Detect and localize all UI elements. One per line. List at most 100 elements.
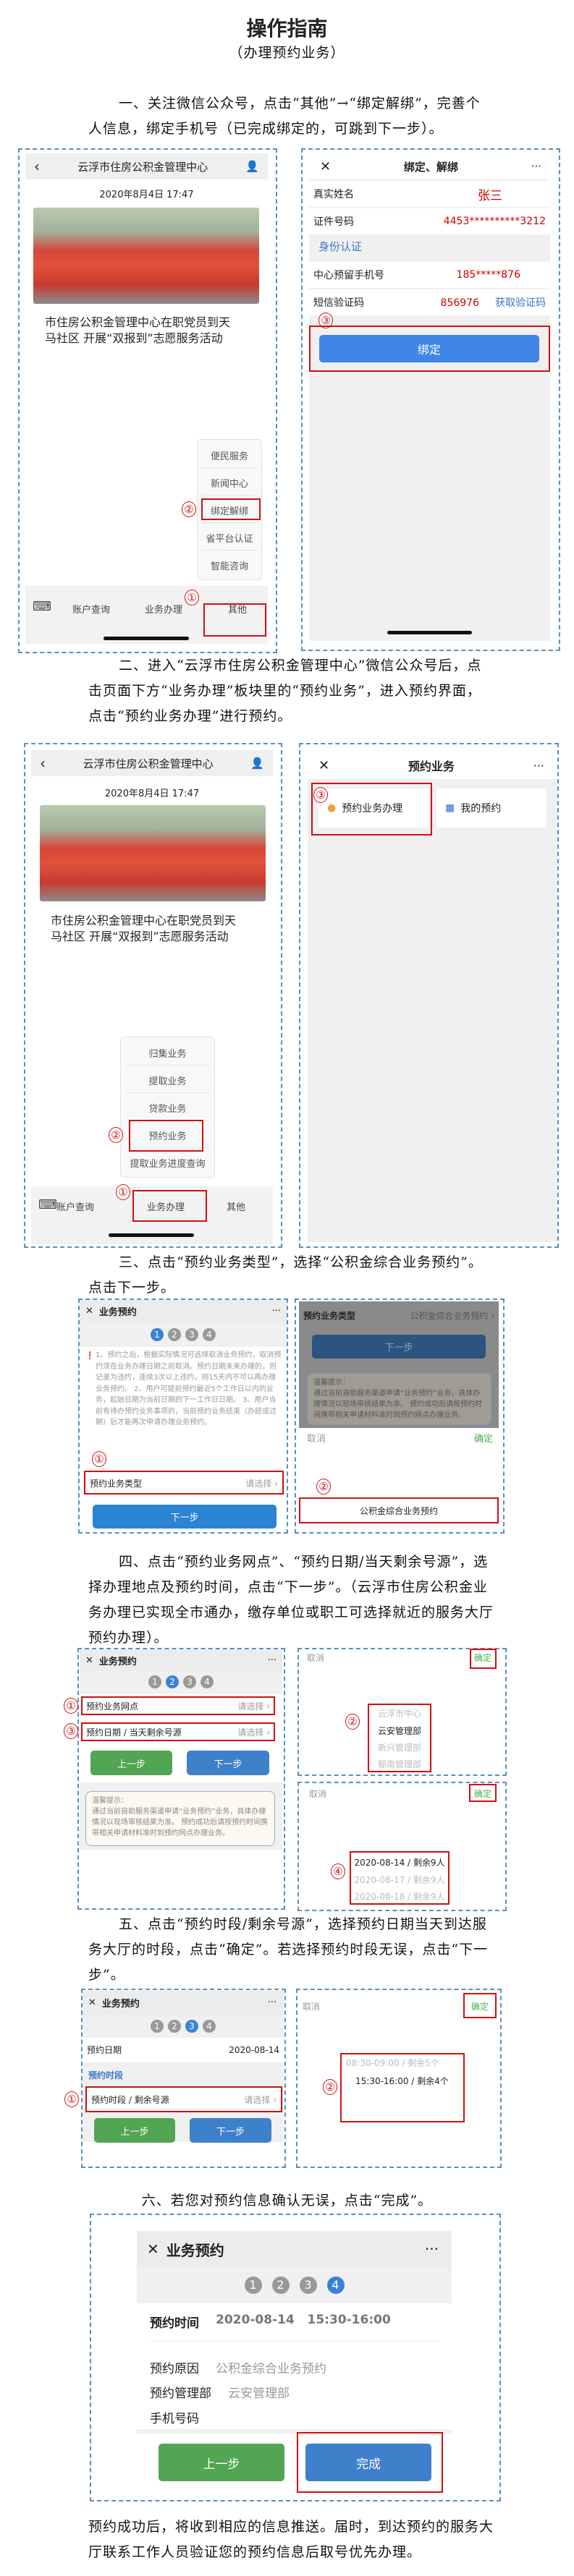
article-title[interactable]: 市住房公积金管理中心在职党员到天马社区 开展“双报到”志愿服务活动 [51, 914, 237, 943]
user-icon[interactable]: 👤 [245, 160, 259, 173]
finish-button[interactable]: 完成 [305, 2444, 431, 2481]
card-book-appointment[interactable]: ●预约业务办理 [318, 788, 429, 828]
date-option[interactable]: 2020-08-18 / 剩余9人 [354, 1892, 445, 1902]
confirm-button[interactable]: 确定 [474, 1789, 492, 1799]
menu-item-loan[interactable]: 贷款业务 [148, 1104, 187, 1115]
close-icon[interactable]: ✕ [88, 1997, 96, 2008]
form-title: 业务预约 [98, 1656, 137, 1667]
reason-label: 预约原因 [150, 2362, 199, 2376]
confirm-button[interactable]: 确定 [474, 1434, 494, 1445]
name-value: 张三 [478, 188, 502, 203]
get-code-button[interactable]: 获取验证码 [495, 297, 546, 309]
tab-business[interactable]: 业务办理 [147, 1202, 185, 1213]
keyboard-icon[interactable]: ⌨ [33, 599, 51, 614]
prev-button[interactable]: 上一步 [94, 2118, 175, 2143]
cancel-button[interactable]: 取消 [307, 1434, 326, 1445]
news-photo[interactable] [33, 208, 259, 304]
next-button[interactable]: 下一步 [93, 1505, 277, 1529]
keyboard-icon[interactable]: ⌨ [38, 1197, 57, 1212]
step4-date-picker-frame [297, 1782, 507, 1911]
cancel-button[interactable]: 取消 [307, 1653, 325, 1663]
menu-item-bind[interactable]: 绑定解绑 [210, 506, 248, 517]
tab-other[interactable]: 其他 [227, 1202, 246, 1213]
menu-item-smart-consult[interactable]: 智能咨询 [210, 561, 248, 572]
outlet-option[interactable]: 郁南管理部 [377, 1759, 421, 1769]
more-icon[interactable]: ··· [531, 160, 541, 173]
confirm-button[interactable]: 确定 [471, 2002, 489, 2012]
slot-option-selected[interactable]: 15:30-16:00 / 剩余4个 [355, 2076, 449, 2086]
date-option[interactable]: 2020-08-17 / 剩余9人 [354, 1875, 445, 1885]
outlet-row[interactable]: 预约业务网点请选择 › [82, 1697, 274, 1714]
home-indicator [104, 637, 189, 640]
outlet-option-selected[interactable]: 云安管理部 [377, 1726, 421, 1736]
date-option-selected[interactable]: 2020-08-14 / 剩余9人 [354, 1858, 445, 1868]
more-icon[interactable]: ··· [267, 1654, 277, 1666]
form-title: 业务预约 [166, 2241, 224, 2259]
bind-button[interactable]: 绑定 [319, 335, 539, 362]
menu-item-appointment[interactable]: 预约业务 [148, 1131, 187, 1142]
close-icon[interactable]: ✕ [318, 757, 330, 773]
tab-business[interactable]: 业务办理 [145, 605, 183, 616]
highlight-type-row [84, 1471, 284, 1495]
date-row[interactable]: 预约日期 / 当天剩余号源请选择 › [82, 1723, 274, 1740]
cancel-button[interactable]: 取消 [303, 2002, 321, 2012]
step-dot: 3 [185, 1328, 198, 1341]
prev-button[interactable]: 上一步 [159, 2444, 284, 2481]
article-date: 2020年8月4日 17:47 [104, 788, 200, 799]
marker-1: ① [64, 1698, 78, 1714]
slot-option[interactable]: 08:30-09:00 / 剩余5个 [346, 2058, 439, 2068]
news-photo[interactable] [40, 805, 266, 901]
close-icon[interactable]: ✕ [85, 1654, 93, 1666]
prev-button[interactable]: 上一步 [90, 1751, 172, 1775]
card-my-appointments[interactable]: ■我的预约 [436, 788, 546, 828]
outlet-option[interactable]: 新兴管理部 [377, 1743, 421, 1753]
user-icon[interactable]: 👤 [250, 757, 264, 770]
marker-1: ① [64, 2091, 79, 2107]
more-icon[interactable]: ··· [271, 1305, 281, 1317]
tab-account-query[interactable]: 账户查询 [72, 605, 111, 616]
time-label: 预约时间 [150, 2316, 199, 2331]
next-button[interactable]: 下一步 [187, 1751, 269, 1775]
name-row[interactable]: 真实姓名张三 [309, 181, 550, 207]
more-icon[interactable]: ··· [267, 1997, 277, 2008]
steps-band [80, 1322, 287, 1347]
marker-3: ③ [313, 787, 328, 803]
confirm-button[interactable]: 确定 [474, 1653, 492, 1663]
cancel-button[interactable]: 取消 [309, 1789, 327, 1799]
more-icon[interactable]: ··· [424, 2240, 439, 2258]
id-label: 证件号码 [313, 216, 354, 228]
menu-item-collection[interactable]: 归集业务 [148, 1049, 187, 1060]
row-placeholder: 请选择 › [237, 1727, 270, 1738]
article-title[interactable]: 市住房公积金管理中心在职党员到天马社区 开展“双报到”志愿服务活动 [45, 315, 231, 345]
appointment-title: 预约业务 [408, 760, 455, 773]
more-icon[interactable]: ··· [533, 758, 544, 773]
menu-item-withdraw-progress[interactable]: 提取业务进度查询 [130, 1159, 206, 1170]
menu-item-convenience[interactable]: 便民服务 [210, 451, 248, 462]
form-title: 业务预约 [101, 1999, 140, 2010]
step-dot: 1 [148, 1675, 161, 1688]
slot-row[interactable]: 预约时段 / 剩余号源请选择 › [87, 2088, 281, 2111]
tab-account-query[interactable]: 账户查询 [56, 1202, 95, 1213]
menu-item-news[interactable]: 新闻中心 [210, 479, 248, 490]
back-icon[interactable]: ‹ [40, 754, 46, 772]
next-button[interactable]: 下一步 [190, 2118, 271, 2143]
step3-text: 三、点击“预约业务类型”，选择“公积金综合业务预约”。点击下一步。 [88, 1254, 483, 1296]
tab-other[interactable]: 其他 [228, 605, 248, 616]
option-fund-business[interactable]: 公积金综合业务预约 [359, 1506, 438, 1516]
close-icon[interactable]: ✕ [320, 158, 332, 174]
close-icon[interactable]: ✕ [147, 2240, 159, 2258]
menu-item-withdraw[interactable]: 提取业务 [148, 1076, 187, 1087]
highlight-bind-menu [201, 498, 261, 520]
step5-text: 五、点击“预约时段/剩余号源”，选择预约日期当天到达服务大厅的时段，点击“确定”… [88, 1916, 489, 1983]
menu-item-province-auth[interactable]: 省平台认证 [206, 534, 253, 545]
final-text: 预约成功后，将收到相应的信息推送。届时，到达预约的服务大厅联系工作人员验证您的预… [88, 2519, 494, 2560]
back-icon[interactable]: ‹ [34, 158, 40, 175]
close-icon[interactable]: ✕ [85, 1305, 93, 1317]
form-header: ✕ 业务预约 ··· [137, 2231, 452, 2267]
business-type-row[interactable]: 预约业务类型请选择 › [85, 1472, 282, 1494]
outlet-option[interactable]: 云浮市中心 [377, 1709, 421, 1719]
